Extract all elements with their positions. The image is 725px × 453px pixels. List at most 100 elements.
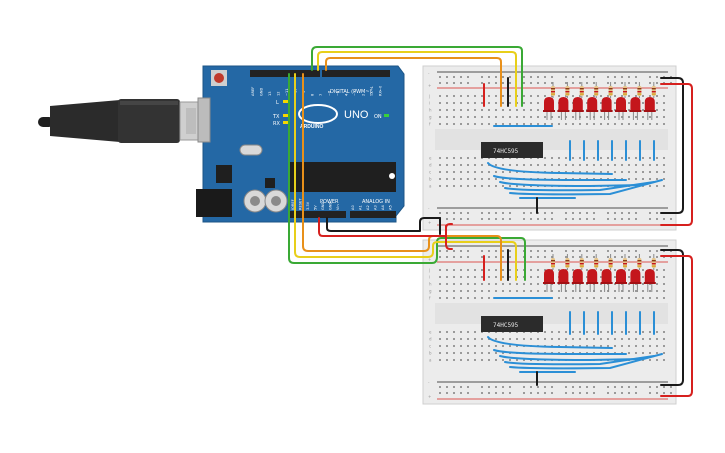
led-red[interactable] xyxy=(629,97,642,120)
shift-register-bottom[interactable]: 74HC595 xyxy=(481,316,543,332)
led-red[interactable] xyxy=(571,269,584,292)
rail-minus-label: - xyxy=(428,380,430,385)
led-red[interactable] xyxy=(557,269,570,292)
rail-minus-label: - xyxy=(428,71,430,76)
led-red[interactable] xyxy=(600,97,613,120)
usb-cable xyxy=(38,99,203,143)
row-letter: j xyxy=(428,94,430,99)
row-letter: c xyxy=(429,170,431,175)
row-letter: i xyxy=(429,101,430,106)
rail-plus-label: + xyxy=(428,220,431,225)
wire-red-right-top xyxy=(660,83,693,226)
resistor[interactable] xyxy=(637,254,642,270)
usb-port xyxy=(197,97,211,143)
pin-label: Vin xyxy=(336,204,340,210)
resistor[interactable] xyxy=(608,254,613,270)
led-red[interactable] xyxy=(643,97,656,120)
pin-label: ~3 xyxy=(353,91,357,96)
wire-yellow-top xyxy=(317,51,517,107)
led-row-top xyxy=(543,82,656,120)
led-red[interactable] xyxy=(543,269,555,292)
led-row-bottom xyxy=(543,254,656,292)
led-red[interactable] xyxy=(629,269,642,292)
shift-register-top[interactable]: 74HC595 xyxy=(481,142,543,158)
resistor[interactable] xyxy=(651,254,656,270)
regulator xyxy=(216,165,232,183)
wire-yellow-bottom xyxy=(294,73,517,281)
row-letter: b xyxy=(429,177,432,182)
resistor[interactable] xyxy=(551,82,555,98)
resistor[interactable] xyxy=(623,254,627,270)
blue-jumpers-top xyxy=(487,125,663,199)
row-letter: d xyxy=(429,163,432,168)
wire-green-top xyxy=(311,46,523,107)
led-red[interactable] xyxy=(586,269,599,292)
pin-label: 3.3V xyxy=(306,201,310,210)
reset-button[interactable] xyxy=(214,73,224,83)
wire-black-gnd xyxy=(326,217,441,232)
resistor[interactable] xyxy=(623,82,627,98)
row-letter: h xyxy=(429,282,432,287)
row-letter: e xyxy=(429,156,432,161)
model-label: UNO xyxy=(344,109,369,121)
resistor[interactable] xyxy=(565,254,570,270)
arduino-logo xyxy=(298,104,338,124)
wire-orange-top xyxy=(325,57,502,107)
pin-label: RX←0 xyxy=(379,85,383,96)
pin-label: 13 xyxy=(268,91,272,96)
mount-hole xyxy=(389,173,395,179)
resistor[interactable] xyxy=(608,82,613,98)
rail-minus-label: - xyxy=(428,206,430,211)
led-tx-label: TX xyxy=(272,114,280,120)
pin-label: A1 xyxy=(359,205,363,210)
led-l-label: L xyxy=(276,100,279,106)
analog-header xyxy=(350,211,396,218)
wire-red-right-bottom xyxy=(660,255,693,397)
pin-label: ~11 xyxy=(285,88,289,96)
power-label: POWER xyxy=(320,199,339,205)
led-red[interactable] xyxy=(643,269,656,292)
led-red[interactable] xyxy=(557,97,570,120)
row-letter: g xyxy=(429,115,432,120)
pin-label: A4 xyxy=(381,205,385,210)
pin-label: 4 xyxy=(345,93,349,96)
brand-label: ARDUINO xyxy=(300,124,323,130)
wires xyxy=(288,46,693,397)
row-letter: b xyxy=(429,351,432,356)
resistor[interactable] xyxy=(579,82,584,98)
led-red[interactable] xyxy=(615,269,627,292)
wire-black-right-top xyxy=(660,77,684,214)
wire-red-link xyxy=(445,225,453,250)
resistor[interactable] xyxy=(651,82,656,98)
crystal xyxy=(239,144,263,156)
top-left-header xyxy=(250,70,320,77)
led-red[interactable] xyxy=(571,97,584,120)
resistor[interactable] xyxy=(579,254,584,270)
pin-label: RESET xyxy=(299,198,303,210)
resistor[interactable] xyxy=(565,82,570,98)
resistor[interactable] xyxy=(594,254,599,270)
rail-plus-label: + xyxy=(428,394,431,399)
digital-label: DIGITAL (PWM~) xyxy=(330,89,372,95)
resistor[interactable] xyxy=(594,82,599,98)
pin-label: A5 xyxy=(389,205,393,210)
row-letter: g xyxy=(429,289,432,294)
resistor[interactable] xyxy=(551,254,555,270)
row-letter: f xyxy=(429,296,431,301)
led-red[interactable] xyxy=(543,97,555,120)
pin-label: A3 xyxy=(374,205,378,210)
row-letter: a xyxy=(429,184,432,189)
led-red[interactable] xyxy=(615,97,627,120)
rail-plus-label: + xyxy=(428,257,431,262)
pin-label: AREF xyxy=(251,87,255,96)
resistor[interactable] xyxy=(637,82,642,98)
led-red[interactable] xyxy=(586,97,599,120)
row-letter: c xyxy=(429,344,431,349)
power-header xyxy=(290,211,346,218)
led-red[interactable] xyxy=(600,269,613,292)
pin-label: ~5 xyxy=(336,91,340,96)
pin-label: 7 xyxy=(319,94,323,96)
rail-plus-label: + xyxy=(428,83,431,88)
